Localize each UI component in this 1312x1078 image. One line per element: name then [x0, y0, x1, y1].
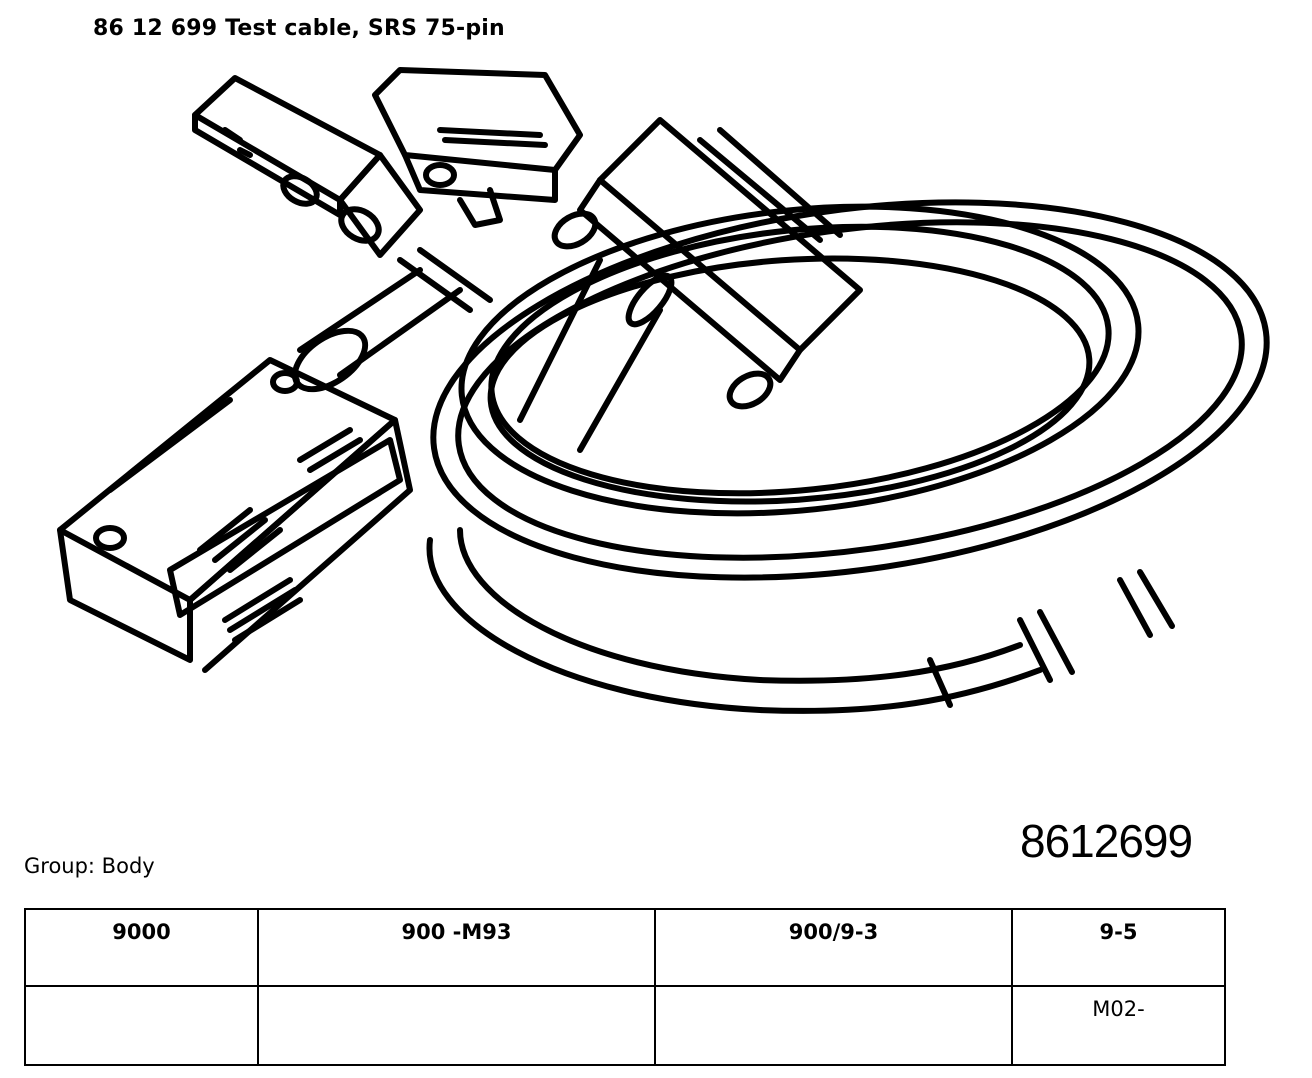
cable-ribs — [397, 247, 493, 313]
table-header-cell: 9000 — [24, 908, 259, 987]
connector-c-ridges — [697, 127, 843, 243]
cable-loop-outer-inner — [455, 219, 1245, 561]
connector-d-hole-left — [93, 525, 127, 551]
table-cell — [24, 985, 259, 1066]
cable-sleeve-1 — [1017, 609, 1075, 683]
table-cell — [654, 985, 1013, 1066]
table-header-row: 9000 900 -M93 900/9-3 9-5 — [24, 908, 1226, 987]
connector-d-front — [57, 527, 193, 663]
connector-c-top — [597, 117, 863, 353]
connector-a-screw-2 — [338, 206, 382, 244]
cable-lower-loop-inner — [457, 527, 1023, 684]
cable-sleeve-3 — [927, 657, 953, 708]
connector-b-screw — [423, 162, 457, 188]
connector-a-screw — [280, 173, 320, 207]
document-title: 86 12 699 Test cable, SRS 75-pin — [93, 16, 505, 41]
connector-d-slot — [107, 397, 233, 493]
connector-d-hole-right — [270, 370, 300, 394]
connector-d-contacts — [222, 577, 303, 643]
cable-loop-inner — [487, 255, 1093, 505]
connector-b-neck — [457, 187, 503, 228]
connector-d-face — [187, 417, 413, 673]
cable-lower-loop — [426, 537, 1043, 714]
cable-sleeve-2 — [1117, 569, 1175, 638]
connector-d-pins — [197, 427, 363, 573]
table-cell — [257, 985, 656, 1066]
connector-d-pinblock — [167, 437, 403, 618]
table-cell: M02- — [1011, 985, 1226, 1066]
connector-c-screw-right — [726, 370, 774, 410]
table-header-cell: 900 -M93 — [257, 908, 656, 987]
table-header-cell: 9-5 — [1011, 908, 1226, 987]
model-applicability-table: 9000 900 -M93 900/9-3 9-5 M02- — [24, 908, 1226, 1066]
table-row: M02- — [24, 985, 1226, 1066]
connector-b-side — [402, 152, 558, 203]
connector-c-collar — [625, 272, 675, 328]
connector-c-screw-left — [551, 210, 599, 250]
connector-a-body — [337, 152, 423, 258]
connector-a-side — [192, 112, 343, 218]
table-header-cell: 900/9-3 — [654, 908, 1013, 987]
connector-b-lines — [437, 127, 548, 148]
test-cable-illustration — [57, 67, 1270, 714]
part-number: 8612699 — [1020, 815, 1193, 867]
cable-loop-outer — [430, 199, 1270, 581]
connector-a-marks — [222, 127, 253, 158]
group-label: Group: Body — [24, 854, 155, 878]
connector-c-side — [577, 177, 803, 383]
connector-c-lead — [517, 257, 663, 453]
